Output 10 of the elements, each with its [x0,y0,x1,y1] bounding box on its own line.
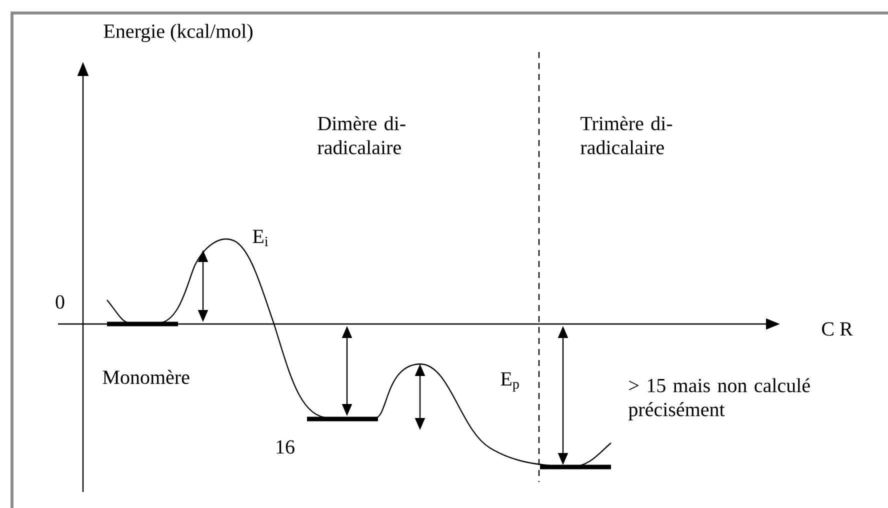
text-label: 16 [276,440,294,454]
axis-label: Energie (kcal/mol) [104,24,252,42]
text-label: Dimère di-radicalaire [318,116,406,154]
text-label: Monomère [102,370,190,384]
text-label: > 15 mais non calculé précisément [628,378,810,420]
text-label: E$_{i}$ [252,230,268,246]
axis-label: C R [822,322,853,336]
text-label: E$_{p}$ [500,372,519,392]
tick-label: 0 [56,295,64,309]
text-label: Trimère di-radicalaire [580,116,672,154]
